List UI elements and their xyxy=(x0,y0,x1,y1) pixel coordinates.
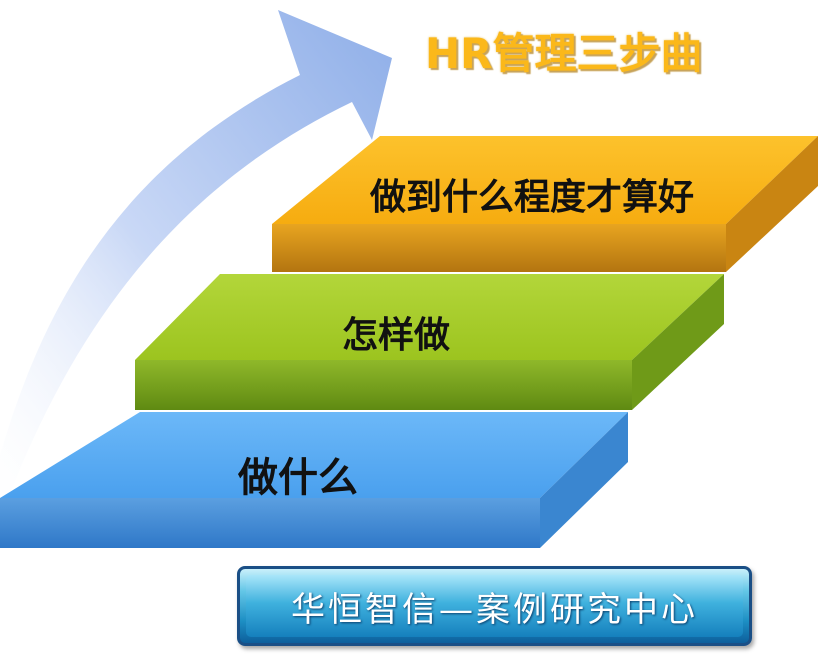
step-label-middle: 怎样做 xyxy=(342,315,451,356)
page-title: HR管理三步曲 xyxy=(425,29,703,78)
footer-banner: 华恒智信—案例研究中心 xyxy=(237,566,752,646)
step-middle xyxy=(135,274,724,410)
step-bottom xyxy=(0,412,628,548)
upward-curved-arrow-icon xyxy=(0,10,392,520)
step-label-top: 做到什么程度才算好 xyxy=(370,177,695,218)
step-top xyxy=(272,136,818,272)
footer-banner-inner: 华恒智信—案例研究中心 xyxy=(246,575,743,637)
footer-banner-text: 华恒智信—案例研究中心 xyxy=(291,589,698,630)
step-label-bottom: 做什么 xyxy=(238,455,358,501)
